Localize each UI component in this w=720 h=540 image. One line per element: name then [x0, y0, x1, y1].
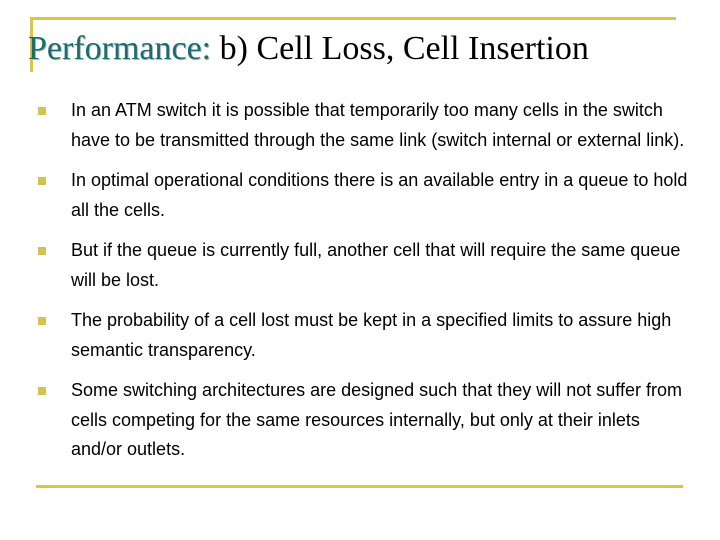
slide-title: Performance: b) Cell Loss, Cell Insertio…	[28, 27, 720, 71]
bullet-list: In an ATM switch it is possible that tem…	[38, 96, 688, 476]
frame-bottom-line	[36, 485, 683, 488]
bullet-item: In an ATM switch it is possible that tem…	[38, 96, 688, 155]
bullet-item: Some switching architectures are designe…	[38, 376, 688, 465]
square-bullet-icon	[38, 107, 46, 115]
square-bullet-icon	[38, 247, 46, 255]
bullet-text: In an ATM switch it is possible that tem…	[71, 100, 685, 150]
bullet-text: The probability of a cell lost must be k…	[71, 310, 672, 360]
square-bullet-icon	[38, 177, 46, 185]
square-bullet-icon	[38, 387, 46, 395]
bullet-item: In optimal operational conditions there …	[38, 166, 688, 225]
frame-top-line	[30, 17, 676, 20]
bullet-item: The probability of a cell lost must be k…	[38, 306, 688, 365]
title-rest: b) Cell Loss, Cell Insertion	[211, 30, 589, 67]
title-prefix: Performance:	[28, 30, 212, 67]
square-bullet-icon	[38, 317, 46, 325]
bullet-item: But if the queue is currently full, anot…	[38, 236, 688, 295]
bullet-text: Some switching architectures are designe…	[71, 380, 682, 459]
bullet-text: But if the queue is currently full, anot…	[71, 240, 681, 290]
frame-left-line	[30, 17, 33, 72]
bullet-text: In optimal operational conditions there …	[71, 170, 688, 220]
